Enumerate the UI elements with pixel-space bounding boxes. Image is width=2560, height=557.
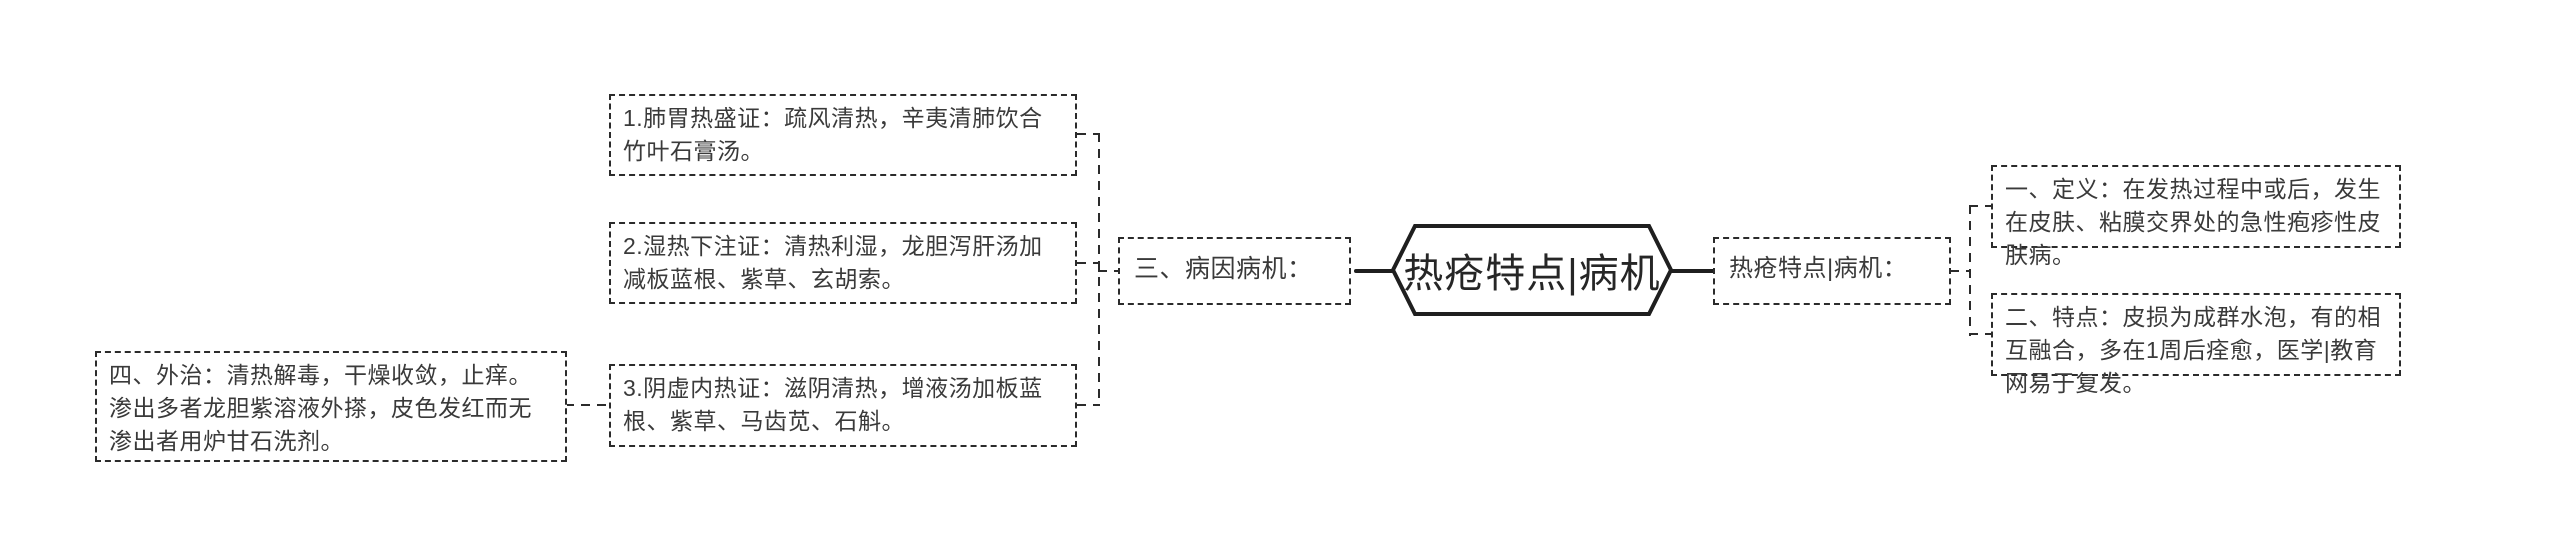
node-features-branch-label[interactable]: 热疮特点|病机： [1713,237,1951,305]
node-definition[interactable]: 一、定义：在发热过程中或后，发生在皮肤、粘膜交界处的急性疱疹性皮肤病。 [1991,165,2401,268]
node-external-treatment[interactable]: 四、外治：清热解毒，干燥收敛，止痒。渗出多者龙胆紫溶液外搽，皮色发红而无渗出者用… [95,351,567,462]
connector-external-to-syndrome3 [565,404,611,406]
connector-syndrome2-stub [1077,262,1100,264]
node-cause-branch-label[interactable]: 三、病因病机： [1118,237,1351,305]
node-syndrome-lung-stomach-heat[interactable]: 1.肺胃热盛证：疏风清热，辛夷清肺饮合竹叶石膏汤。 [609,94,1077,176]
connector-syndrome3-stub [1077,404,1100,406]
connector-syndrome1-stub [1077,133,1100,135]
hexagon-shape [1390,224,1674,316]
connector-root-to-features [1668,269,1715,273]
node-root[interactable]: 热疮特点|病机 [1390,222,1674,318]
node-label: 热疮特点|病机： [1729,255,1908,282]
connector-cause-to-root [1354,269,1396,273]
connector-bracket-to-cause-label [1098,270,1120,272]
connector-bracket-to-definition [1969,205,1993,207]
connector-left-bracket [1098,133,1100,406]
node-label: 三、病因病机： [1134,255,1313,283]
node-label: 一、定义：在发热过程中或后，发生在皮肤、粘膜交界处的急性疱疹性皮肤病。 [2005,176,2381,268]
connector-bracket-to-feature [1969,333,1993,335]
node-label: 1.肺胃热盛证：疏风清热，辛夷清肺饮合竹叶石膏汤。 [623,105,1043,164]
node-syndrome-damp-heat[interactable]: 2.湿热下注证：清热利湿，龙胆泻肝汤加减板蓝根、紫草、玄胡索。 [609,222,1077,304]
node-label: 二、特点：皮损为成群水泡，有的相互融合，多在1周后痊愈，医学|教育网易于复发。 [2005,304,2381,396]
node-label: 3.阴虚内热证：滋阴清热，增液汤加板蓝根、紫草、马齿苋、石斛。 [623,375,1043,434]
node-label: 2.湿热下注证：清热利湿，龙胆泻肝汤加减板蓝根、紫草、玄胡索。 [623,233,1043,292]
connector-right-bracket [1969,205,1971,336]
node-syndrome-yin-deficiency[interactable]: 3.阴虚内热证：滋阴清热，增液汤加板蓝根、紫草、马齿苋、石斛。 [609,364,1077,447]
root-label: 热疮特点|病机 [1403,252,1661,296]
node-feature[interactable]: 二、特点：皮损为成群水泡，有的相互融合，多在1周后痊愈，医学|教育网易于复发。 [1991,293,2401,396]
connector-features-label-stub [1950,270,1971,272]
node-label: 四、外治：清热解毒，干燥收敛，止痒。渗出多者龙胆紫溶液外搽，皮色发红而无渗出者用… [109,362,532,454]
